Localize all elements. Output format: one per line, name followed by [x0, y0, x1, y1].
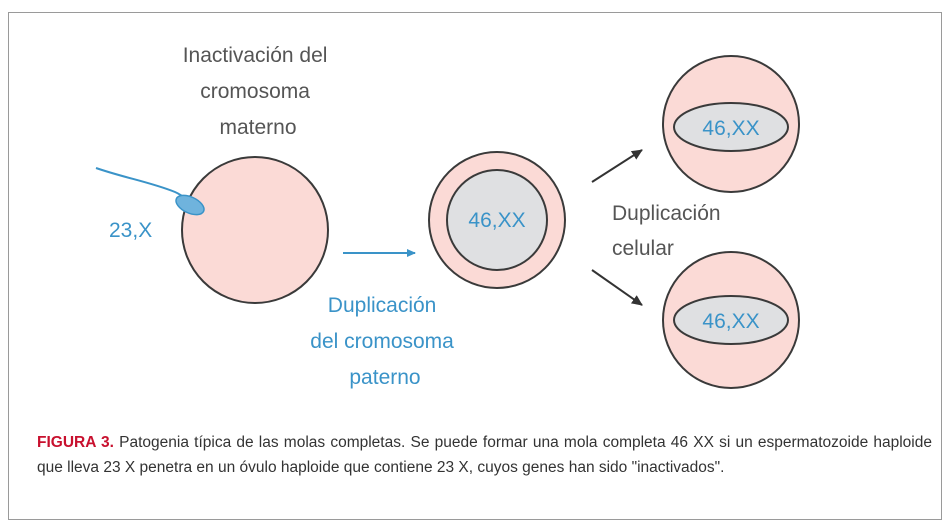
- label-nucleus-bottom: 46,XX: [702, 310, 759, 333]
- caption-text: Patogenia típica de las molas completas.…: [37, 434, 932, 476]
- label-inactivacion: Inactivación del cromosoma materno: [183, 44, 334, 139]
- label-inactivacion-line1: Inactivación del: [183, 44, 328, 67]
- label-duplicacion-paterno-line3: paterno: [349, 366, 420, 389]
- daughter-nucleus-top: [673, 102, 789, 152]
- figure-caption: FIGURA 3. Patogenia típica de las molas …: [37, 430, 932, 480]
- daughter-nucleus-bottom: [673, 295, 789, 345]
- caption-label: FIGURA 3.: [37, 434, 114, 451]
- sperm-head: [175, 194, 205, 216]
- label-duplicacion-paterno-line1: Duplicación: [328, 294, 437, 317]
- arrow-to-top-cell: [591, 149, 643, 183]
- label-duplicacion-celular-line2: celular: [612, 237, 674, 260]
- label-duplicacion-celular-line1: Duplicación: [612, 202, 721, 225]
- label-inactivacion-line3: materno: [219, 116, 296, 139]
- sperm-tail: [95, 167, 191, 203]
- label-nucleus-top: 46,XX: [702, 117, 759, 140]
- label-sperm: 23,X: [109, 219, 152, 242]
- ovum-cell: [181, 156, 329, 304]
- label-nucleus-center: 46,XX: [468, 209, 525, 232]
- label-duplicacion-paterno: Duplicación del cromosoma paterno: [310, 294, 459, 389]
- zygote-nucleus: [446, 169, 548, 271]
- label-duplicacion-celular: Duplicación celular: [612, 202, 726, 260]
- label-duplicacion-paterno-line2: del cromosoma: [310, 330, 454, 353]
- label-inactivacion-line2: cromosoma: [200, 80, 310, 103]
- arrow-to-bottom-cell: [591, 269, 643, 306]
